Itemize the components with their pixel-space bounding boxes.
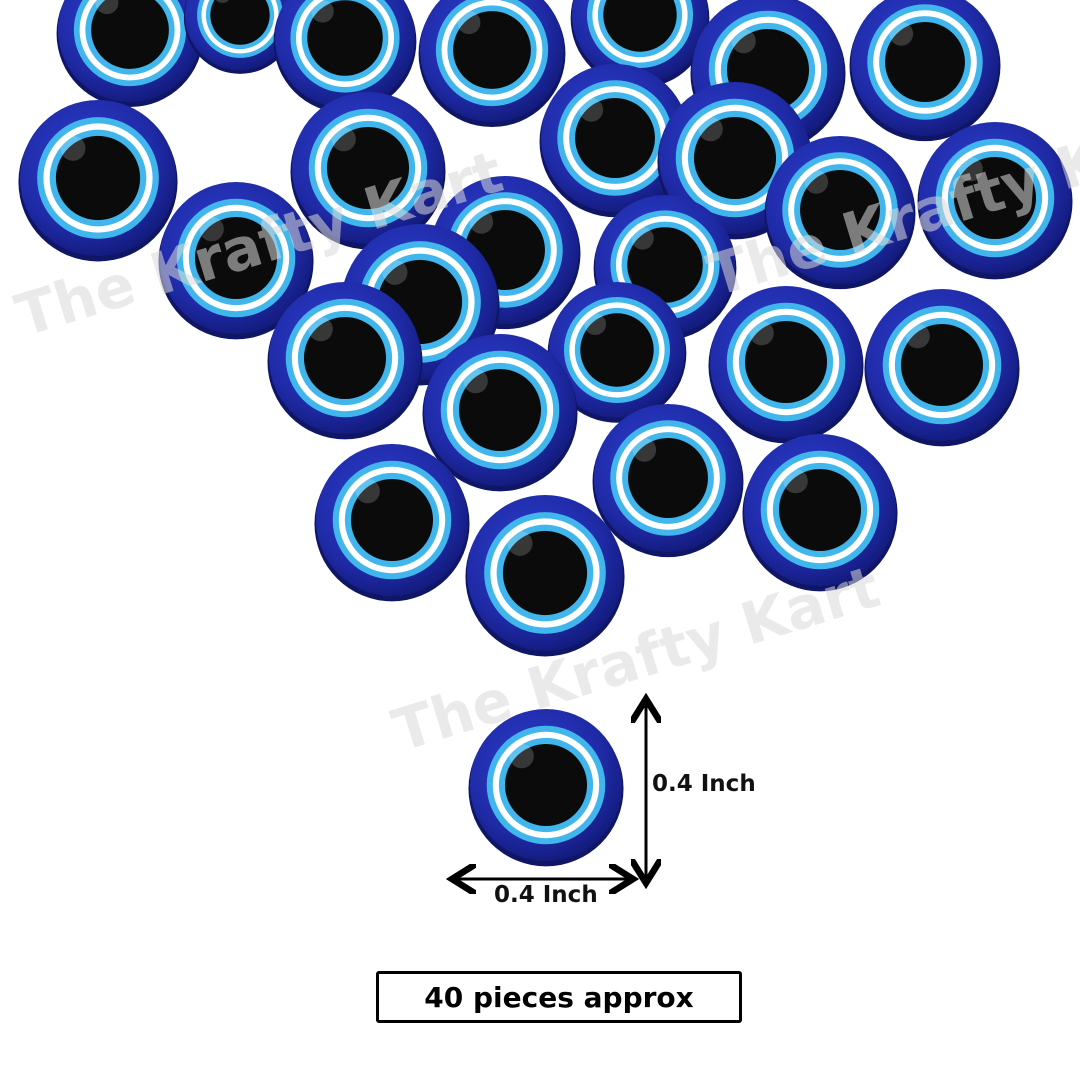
evil-eye-bead bbox=[849, 0, 1001, 142]
dimension-arrows bbox=[458, 705, 646, 879]
evil-eye-bead bbox=[742, 434, 898, 592]
evil-eye-bead bbox=[290, 92, 446, 250]
evil-eye-bead bbox=[592, 404, 744, 558]
evil-eye-bead bbox=[864, 289, 1020, 447]
evil-eye-bead bbox=[273, 0, 417, 113]
evil-eye-bead bbox=[422, 334, 578, 492]
evil-eye-bead bbox=[18, 100, 178, 262]
evil-eye-bead bbox=[314, 444, 470, 602]
height-dimension-label: 0.4 Inch bbox=[652, 771, 756, 797]
evil-eye-bead bbox=[539, 64, 691, 218]
evil-eye-bead bbox=[917, 122, 1073, 280]
piece-count-text: 40 pieces approx bbox=[424, 980, 694, 1014]
evil-eye-bead bbox=[465, 495, 625, 657]
width-dimension-label: 0.4 Inch bbox=[494, 882, 598, 908]
single-evil-eye-bead bbox=[468, 709, 624, 867]
piece-count-box: 40 pieces approx bbox=[376, 971, 742, 1023]
evil-eye-bead bbox=[183, 0, 297, 74]
evil-eye-bead bbox=[764, 136, 916, 290]
evil-eye-bead bbox=[468, 709, 624, 867]
evil-eye-bead bbox=[570, 0, 710, 88]
evil-eye-bead bbox=[418, 0, 566, 128]
evil-eye-bead bbox=[267, 282, 423, 440]
evil-eye-bead bbox=[547, 282, 687, 423]
evil-eye-bead bbox=[657, 82, 813, 240]
evil-eye-bead-pile bbox=[18, 0, 1073, 657]
evil-eye-bead bbox=[708, 286, 864, 444]
evil-eye-bead bbox=[158, 182, 314, 340]
evil-eye-bead bbox=[56, 0, 204, 108]
